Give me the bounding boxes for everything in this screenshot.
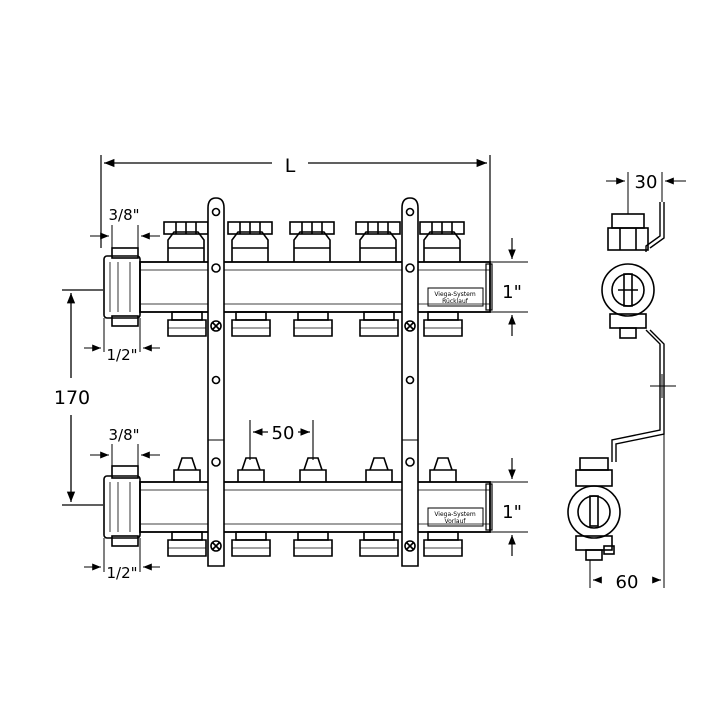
bottom-outlet-1 xyxy=(167,531,207,557)
side-bottom-dimension xyxy=(589,434,665,588)
top-outlet-5 xyxy=(423,311,463,337)
height-label: 170 xyxy=(54,387,90,409)
length-label: L xyxy=(285,155,296,177)
top-cap-4 xyxy=(355,221,401,262)
top-cap-3 xyxy=(289,221,335,262)
bottom-top-3 xyxy=(299,457,327,482)
bottom-small-dimensions xyxy=(84,444,160,572)
top-plate-line1: Viega-System xyxy=(434,291,476,298)
bottom-plate-line1: Viega-System xyxy=(434,511,476,518)
top-cap-1 xyxy=(163,221,209,262)
top-outlet-1 xyxy=(167,311,207,337)
side-top-valve xyxy=(601,213,655,339)
bottom-diameter-dimension xyxy=(490,458,528,556)
top-cap-2 xyxy=(227,221,273,262)
bottom-outlet-3 xyxy=(293,531,333,557)
top-diameter-label: 1" xyxy=(502,282,522,303)
top-small-lower-label: 1/2" xyxy=(106,346,137,364)
bracket-right xyxy=(401,197,419,567)
side-bracket xyxy=(611,202,676,462)
top-cap-5 xyxy=(419,221,465,262)
bottom-diameter-label: 1" xyxy=(502,502,522,523)
bottom-outlet-2 xyxy=(231,531,271,557)
bottom-small-upper-label: 3/8" xyxy=(108,426,139,444)
top-outlet-4 xyxy=(359,311,399,337)
bottom-top-4 xyxy=(365,457,393,482)
top-diameter-dimension xyxy=(490,238,528,336)
spacing-label: 50 xyxy=(272,423,295,444)
side-top-label: 30 xyxy=(635,172,658,193)
top-outlet-2 xyxy=(231,311,271,337)
bottom-top-1 xyxy=(173,457,201,482)
top-valve-caps xyxy=(163,221,465,262)
top-small-upper-label: 3/8" xyxy=(108,206,139,224)
bottom-valve-tops xyxy=(173,457,457,482)
side-view xyxy=(567,172,686,588)
bottom-small-lower-label: 1/2" xyxy=(106,564,137,582)
bottom-outlet-4 xyxy=(359,531,399,557)
bottom-manifold xyxy=(103,465,493,547)
top-outlet-3 xyxy=(293,311,333,337)
bottom-outlets xyxy=(167,531,463,557)
bottom-top-5 xyxy=(429,457,457,482)
bottom-outlet-5 xyxy=(423,531,463,557)
top-outlets xyxy=(167,311,463,337)
top-manifold xyxy=(103,247,493,327)
top-small-dimensions xyxy=(84,225,160,352)
bottom-top-2 xyxy=(237,457,265,482)
spacing-dimension xyxy=(249,420,314,460)
side-bottom-label: 60 xyxy=(616,572,639,593)
side-bottom-valve xyxy=(567,457,621,561)
height-dimension xyxy=(62,289,103,506)
top-plate-line2: Rücklauf xyxy=(442,298,469,305)
length-dimension xyxy=(100,155,491,262)
side-top-dimension xyxy=(606,172,686,214)
bottom-plate-line2: Vorlauf xyxy=(444,518,466,525)
bracket-left xyxy=(207,197,225,567)
